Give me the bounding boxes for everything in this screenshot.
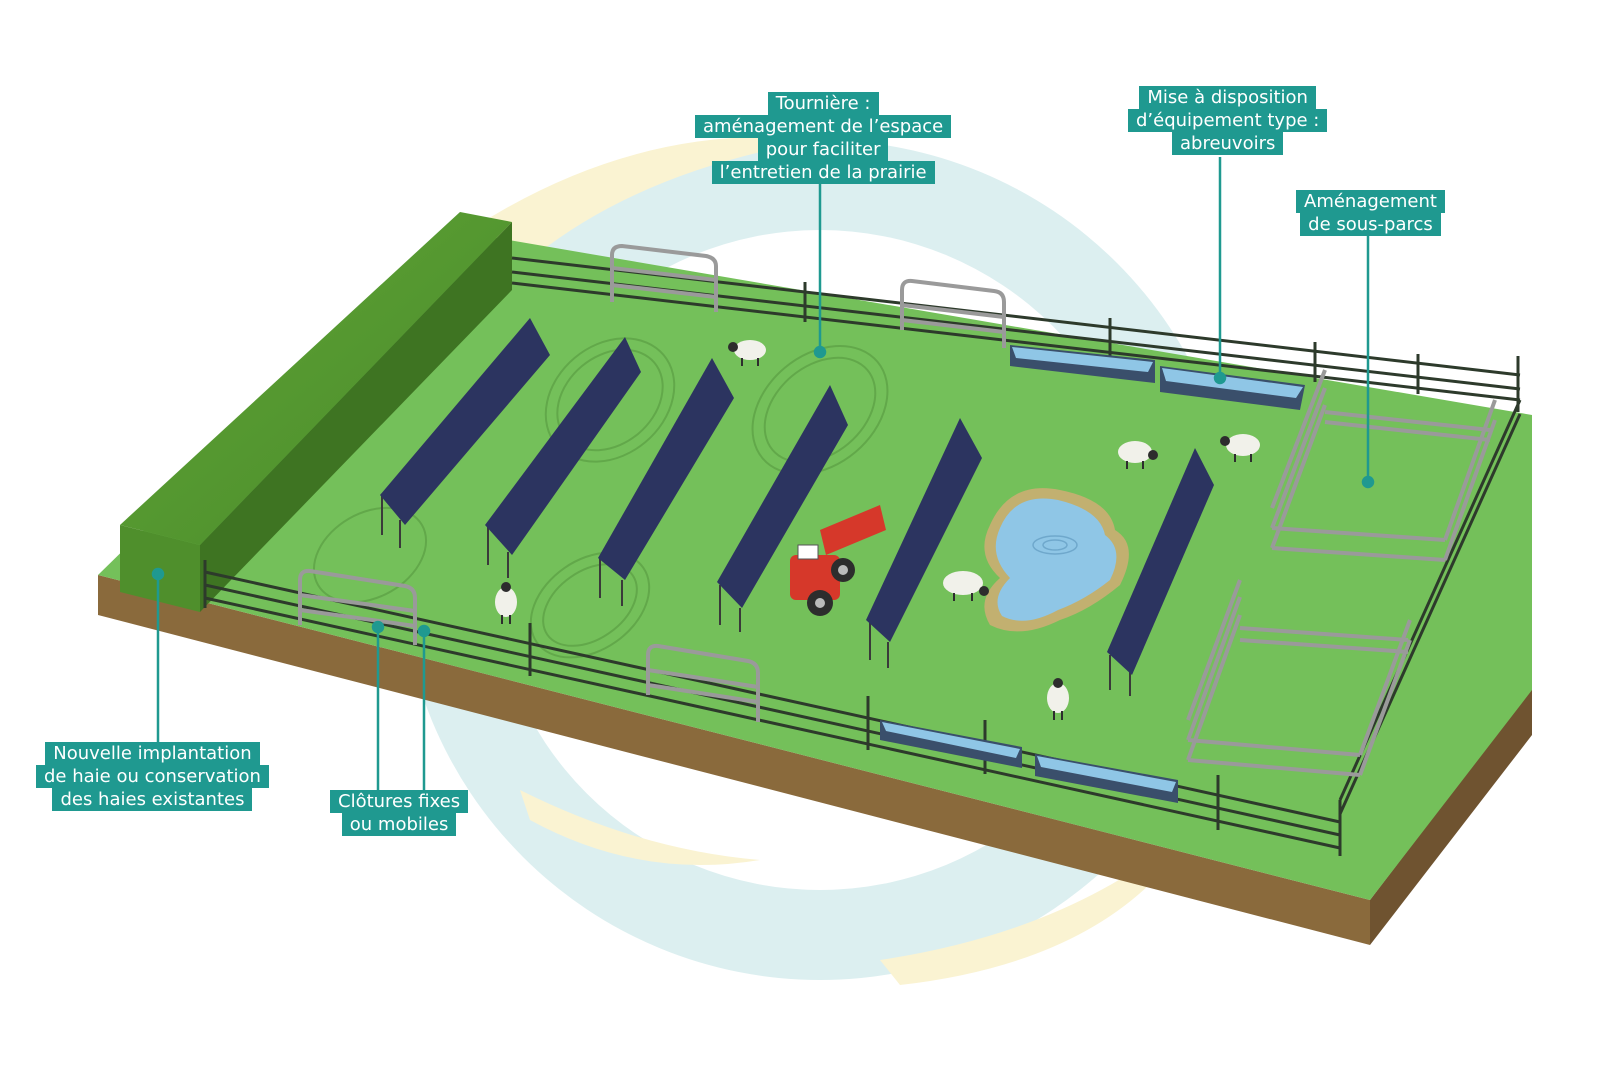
metal-gates (298, 243, 1006, 722)
label-line: Mise à disposition (1139, 86, 1316, 109)
hedge (120, 212, 512, 612)
label-line: ou mobiles (341, 813, 457, 836)
leader-lines (151, 157, 1375, 790)
sheep (495, 340, 1260, 720)
label-line: l’entretien de la prairie (711, 161, 935, 184)
water-troughs (880, 345, 1305, 803)
label-line: Clôtures fixes (330, 790, 469, 813)
label-clotures: Clôtures fixes ou mobiles (330, 790, 469, 836)
solar-panels (380, 318, 1214, 696)
label-line: d’équipement type : (1128, 109, 1328, 132)
pond (984, 488, 1129, 632)
label-line: de sous-parcs (1300, 213, 1441, 236)
label-abreuvoirs: Mise à disposition d’équipement type : a… (1128, 86, 1328, 155)
label-line: des haies existantes (52, 788, 253, 811)
label-line: abreuvoirs (1171, 132, 1284, 155)
label-line: Nouvelle implantation (45, 742, 260, 765)
label-line: pour faciliter (757, 138, 889, 161)
sub-parcel-fences (1186, 369, 1497, 777)
label-sous-parcs: Aménagement de sous-parcs (1296, 190, 1445, 236)
label-tourniere: Tournière : aménagement de l’espace pour… (695, 92, 952, 184)
tractor (790, 505, 886, 616)
label-haie: Nouvelle implantation de haie ou conserv… (36, 742, 269, 811)
label-line: aménagement de l’espace (695, 115, 952, 138)
label-line: Aménagement (1296, 190, 1445, 213)
label-line: Tournière : (767, 92, 879, 115)
label-line: de haie ou conservation (36, 765, 269, 788)
